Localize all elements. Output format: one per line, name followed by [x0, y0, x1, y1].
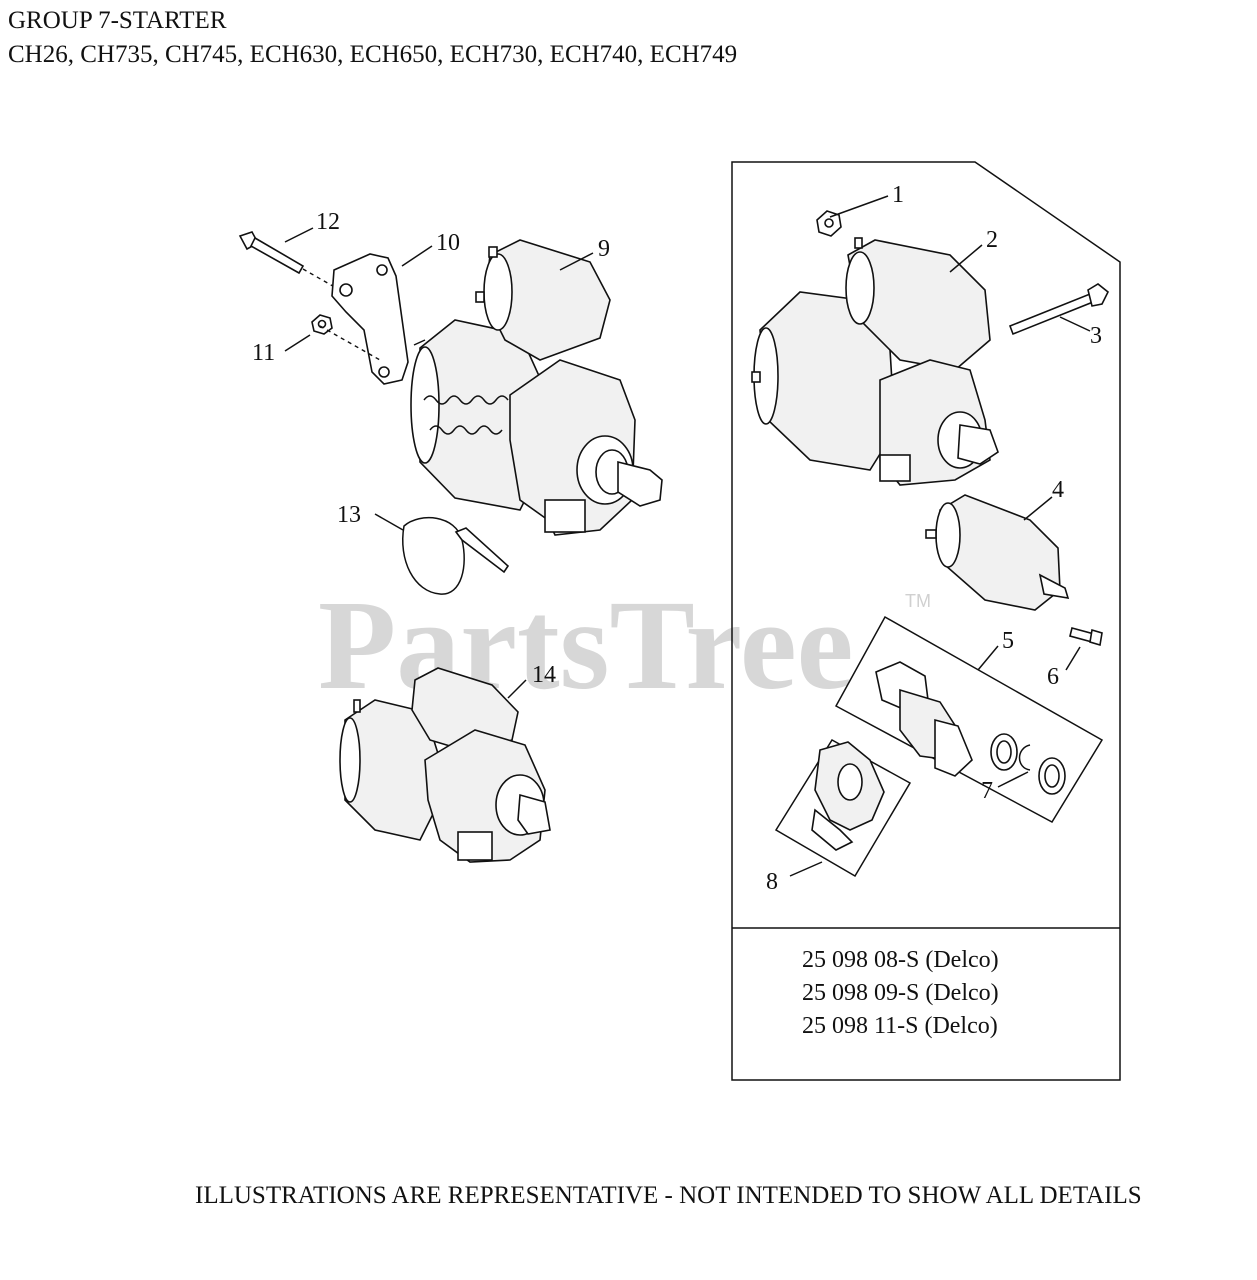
kit-part-number: 25 098 11-S (Delco) [802, 1013, 998, 1039]
callout-13: 13 [337, 502, 361, 528]
part-8-drive-end [774, 738, 912, 878]
watermark-text: PartsTree [318, 574, 853, 716]
kit-part-number: 25 098 09-S (Delco) [802, 980, 999, 1006]
watermark-tm: TM [905, 591, 931, 611]
disclaimer-footer: ILLUSTRATIONS ARE REPRESENTATIVE - NOT I… [195, 1182, 1142, 1209]
callout-11: 11 [252, 340, 275, 366]
callout-7: 7 [981, 778, 993, 804]
part-4-solenoid [925, 494, 1070, 611]
callout-8: 8 [766, 869, 778, 895]
callout-2: 2 [986, 227, 998, 253]
callout-4: 4 [1052, 477, 1064, 503]
part-3-through-bolt [1008, 283, 1110, 336]
kit-box [731, 161, 1121, 1081]
callout-1: 1 [892, 182, 904, 208]
part-9-starter-assembly [410, 239, 663, 536]
callout-12: 12 [316, 209, 340, 235]
part-10-bracket [319, 253, 409, 385]
callout-14: 14 [532, 662, 556, 688]
part-2-starter [751, 237, 999, 486]
callout-10: 10 [436, 230, 460, 256]
leader-lines [284, 195, 1091, 877]
part-1-nut [816, 210, 842, 237]
part-13-cable-tie [402, 516, 510, 595]
kit-part-number: 25 098 08-S (Delco) [802, 947, 999, 973]
callout-3: 3 [1090, 323, 1102, 349]
part-14-starter-complete [339, 667, 551, 863]
callout-9: 9 [598, 236, 610, 262]
part-6-stud [1069, 627, 1103, 647]
part-5-drive-kit [834, 615, 1104, 823]
model-list: CH26, CH735, CH745, ECH630, ECH650, ECH7… [8, 41, 738, 68]
page-title: GROUP 7-STARTER [8, 7, 227, 34]
callout-6: 6 [1047, 664, 1059, 690]
callout-5: 5 [1002, 628, 1014, 654]
part-7-retainer [990, 733, 1066, 795]
